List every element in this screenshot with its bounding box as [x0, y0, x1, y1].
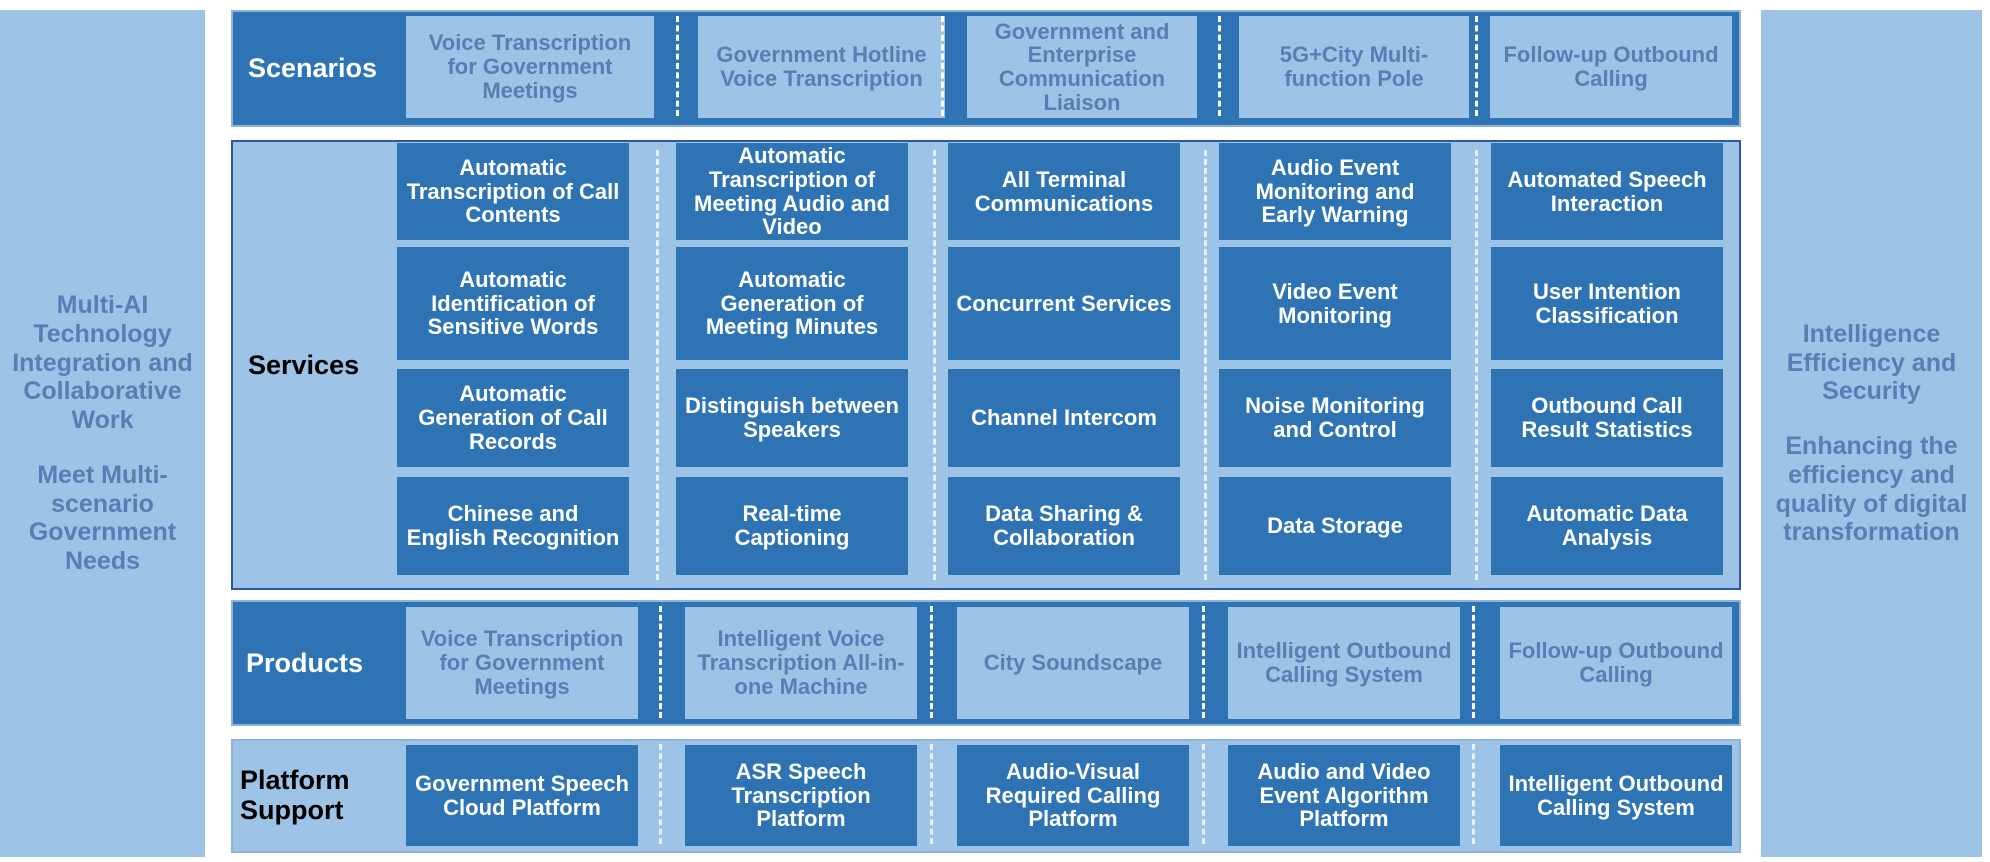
- platform-card: Audio and Video Event Algorithm Platform: [1228, 745, 1460, 846]
- column-divider: [930, 744, 933, 844]
- scenario-card: Voice Transcription for Government Meeti…: [406, 16, 654, 118]
- column-divider: [1202, 744, 1205, 844]
- product-card: Intelligent Voice Transcription All-in-o…: [685, 607, 917, 719]
- service-card: All Terminal Communications: [948, 143, 1180, 240]
- column-divider: [1202, 606, 1205, 718]
- column-divider: [941, 16, 944, 116]
- column-divider: [930, 606, 933, 718]
- platform-card: Audio-Visual Required Calling Platform: [957, 745, 1189, 846]
- service-card: Automatic Data Analysis: [1491, 477, 1723, 575]
- column-divider: [676, 16, 679, 116]
- platform-card: ASR Speech Transcription Platform: [685, 745, 917, 846]
- product-card: Intelligent Outbound Calling System: [1228, 607, 1460, 719]
- service-card: Noise Monitoring and Control: [1219, 369, 1451, 467]
- left-panel-line2: Meet Multi-scenario Government Needs: [28, 460, 177, 576]
- column-divider: [659, 606, 662, 718]
- product-card: Voice Transcription for Government Meeti…: [406, 607, 638, 719]
- service-card: Outbound Call Result Statistics: [1491, 369, 1723, 467]
- service-card: Channel Intercom: [948, 369, 1180, 467]
- service-card: Video Event Monitoring: [1219, 247, 1451, 360]
- left-panel-line1: Multi-AI Technology Integration and Coll…: [12, 291, 193, 435]
- product-card: Follow-up Outbound Calling: [1500, 607, 1732, 719]
- column-divider: [1472, 744, 1475, 844]
- column-divider: [933, 150, 936, 580]
- service-card: Chinese and English Recognition: [397, 477, 629, 575]
- column-divider: [1218, 16, 1221, 116]
- scenarios-label: Scenarios: [248, 53, 378, 83]
- platform-card: Intelligent Outbound Calling System: [1500, 745, 1732, 846]
- column-divider: [1475, 150, 1478, 580]
- service-card: Concurrent Services: [948, 247, 1180, 360]
- platform-card: Government Speech Cloud Platform: [406, 745, 638, 846]
- service-card: Automatic Transcription of Meeting Audio…: [676, 143, 908, 240]
- service-card: Real-time Captioning: [676, 477, 908, 575]
- service-card: Audio Event Monitoring and Early Warning: [1219, 143, 1451, 240]
- right-summary-panel: Intelligence Efficiency and Security Enh…: [1761, 10, 1982, 857]
- service-card: Automatic Transcription of Call Contents: [397, 143, 629, 240]
- column-divider: [1472, 606, 1475, 718]
- right-panel-line2: Enhancing the efficiency and quality of …: [1775, 432, 1968, 547]
- service-card: Distinguish between Speakers: [676, 369, 908, 467]
- right-panel-line1: Intelligence Efficiency and Security: [1786, 319, 1957, 406]
- service-card: Automatic Generation of Meeting Minutes: [676, 247, 908, 360]
- service-card: Data Storage: [1219, 477, 1451, 575]
- column-divider: [1204, 150, 1207, 580]
- column-divider: [656, 150, 659, 580]
- products-label: Products: [246, 647, 364, 678]
- column-divider: [1475, 16, 1478, 116]
- scenario-card: Government and Enterprise Communication …: [967, 16, 1197, 118]
- service-card: User Intention Classification: [1491, 247, 1723, 360]
- platform-label: Platform Support: [240, 765, 350, 825]
- service-card: Automated Speech Interaction: [1491, 143, 1723, 240]
- service-card: Data Sharing & Collaboration: [948, 477, 1180, 575]
- service-card: Automatic Identification of Sensitive Wo…: [397, 247, 629, 360]
- scenario-card: Follow-up Outbound Calling: [1490, 16, 1732, 118]
- scenario-card: Government Hotline Voice Transcription: [698, 16, 945, 118]
- scenario-card: 5G+City Multi-function Pole: [1239, 16, 1469, 118]
- column-divider: [659, 744, 662, 844]
- service-card: Automatic Generation of Call Records: [397, 369, 629, 467]
- services-label: Services: [248, 349, 360, 380]
- left-summary-panel: Multi-AI Technology Integration and Coll…: [0, 10, 205, 857]
- product-card: City Soundscape: [957, 607, 1189, 719]
